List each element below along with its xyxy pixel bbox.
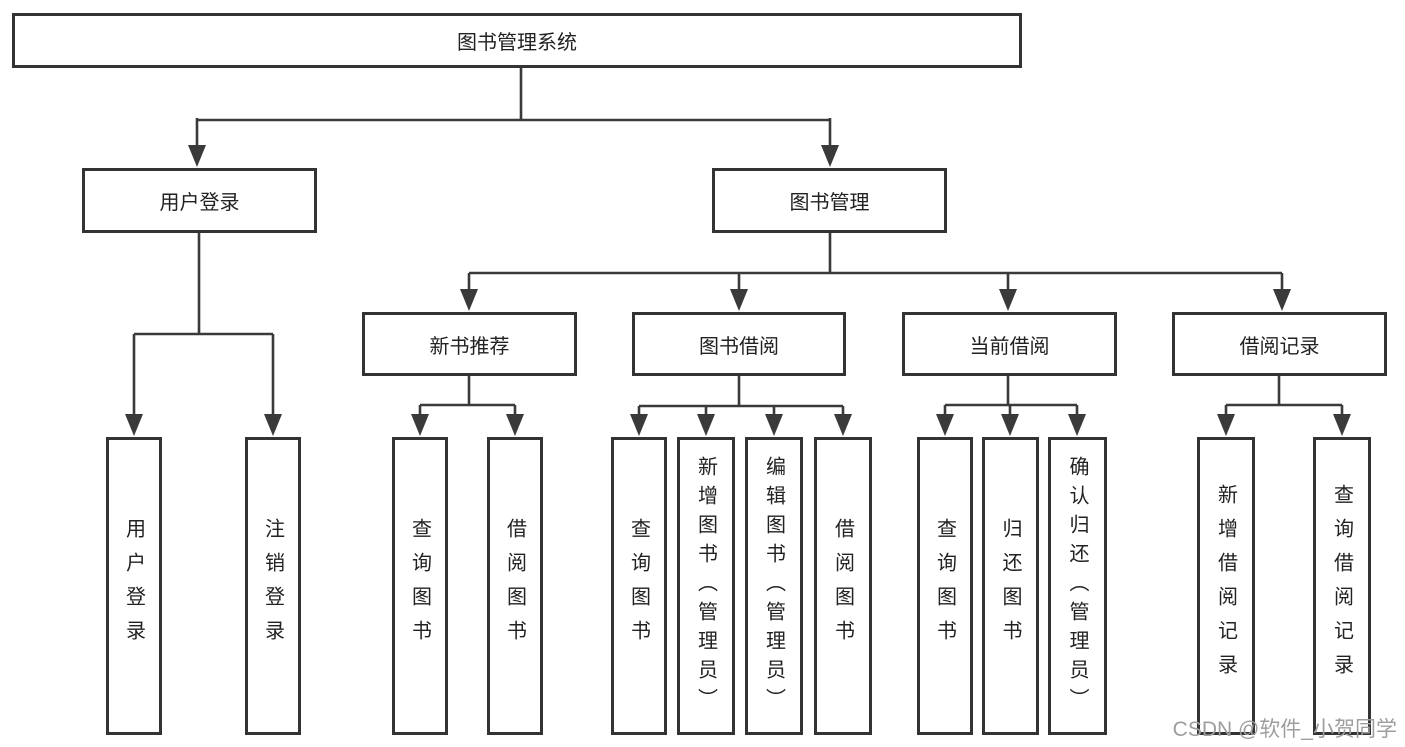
leaf-logout: 注销登录 xyxy=(245,437,301,735)
node-book-borrowing: 图书借阅 xyxy=(632,312,846,376)
arrowheads xyxy=(125,145,1351,436)
arrowhead-icon xyxy=(834,414,852,436)
leaf-add-books-admin: 新增图书（管理员） xyxy=(677,437,735,735)
connector-borrow-records xyxy=(1224,376,1344,418)
arrowhead-icon xyxy=(506,414,524,436)
connector-new-book-rec xyxy=(418,376,517,418)
arrowhead-icon xyxy=(1333,414,1351,436)
arrowhead-icon xyxy=(697,414,715,436)
leaf-query-books-3: 查询图书 xyxy=(917,437,973,735)
leaf-query-books-2: 查询图书 xyxy=(611,437,667,735)
arrowhead-icon xyxy=(821,145,839,167)
arrowhead-icon xyxy=(999,289,1017,311)
arrowhead-icon xyxy=(765,414,783,436)
connector-current-borrow xyxy=(943,376,1079,418)
arrowhead-icon xyxy=(264,414,282,436)
arrowhead-icon xyxy=(730,289,748,311)
node-book-management: 图书管理 xyxy=(712,168,947,233)
node-current-borrowing: 当前借阅 xyxy=(902,312,1117,376)
leaf-query-books-1: 查询图书 xyxy=(392,437,448,735)
watermark: CSDN @软件_小贺同学 xyxy=(1172,718,1397,741)
connector-book-borrow xyxy=(637,376,845,418)
node-user-login: 用户登录 xyxy=(82,168,317,233)
leaf-add-borrow-record: 新增借阅记录 xyxy=(1197,437,1255,735)
arrowhead-icon xyxy=(1217,414,1235,436)
node-new-book-recommend: 新书推荐 xyxy=(362,312,577,376)
leaf-query-borrow-record: 查询借阅记录 xyxy=(1313,437,1371,735)
arrowhead-icon xyxy=(411,414,429,436)
node-borrowing-records: 借阅记录 xyxy=(1172,312,1387,376)
arrowhead-icon xyxy=(1068,414,1086,436)
leaf-confirm-return-admin: 确认归还（管理员） xyxy=(1048,437,1107,735)
leaf-edit-books-admin: 编辑图书（管理员） xyxy=(745,437,803,735)
leaf-return-books: 归还图书 xyxy=(982,437,1039,735)
connector-book-mgmt xyxy=(467,233,1284,292)
arrowhead-icon xyxy=(188,145,206,167)
arrowhead-icon xyxy=(1001,414,1019,436)
arrowhead-icon xyxy=(1273,289,1291,311)
connector-root xyxy=(195,67,832,148)
leaf-user-login: 用户登录 xyxy=(106,437,162,735)
arrowhead-icon xyxy=(125,414,143,436)
arrowhead-icon xyxy=(460,289,478,311)
leaf-borrow-books-2: 借阅图书 xyxy=(814,437,872,735)
arrowhead-icon xyxy=(630,414,648,436)
arrowhead-icon xyxy=(936,414,954,436)
connector-user-login xyxy=(132,233,275,418)
leaf-borrow-books-1: 借阅图书 xyxy=(487,437,543,735)
node-root-system: 图书管理系统 xyxy=(12,13,1022,68)
